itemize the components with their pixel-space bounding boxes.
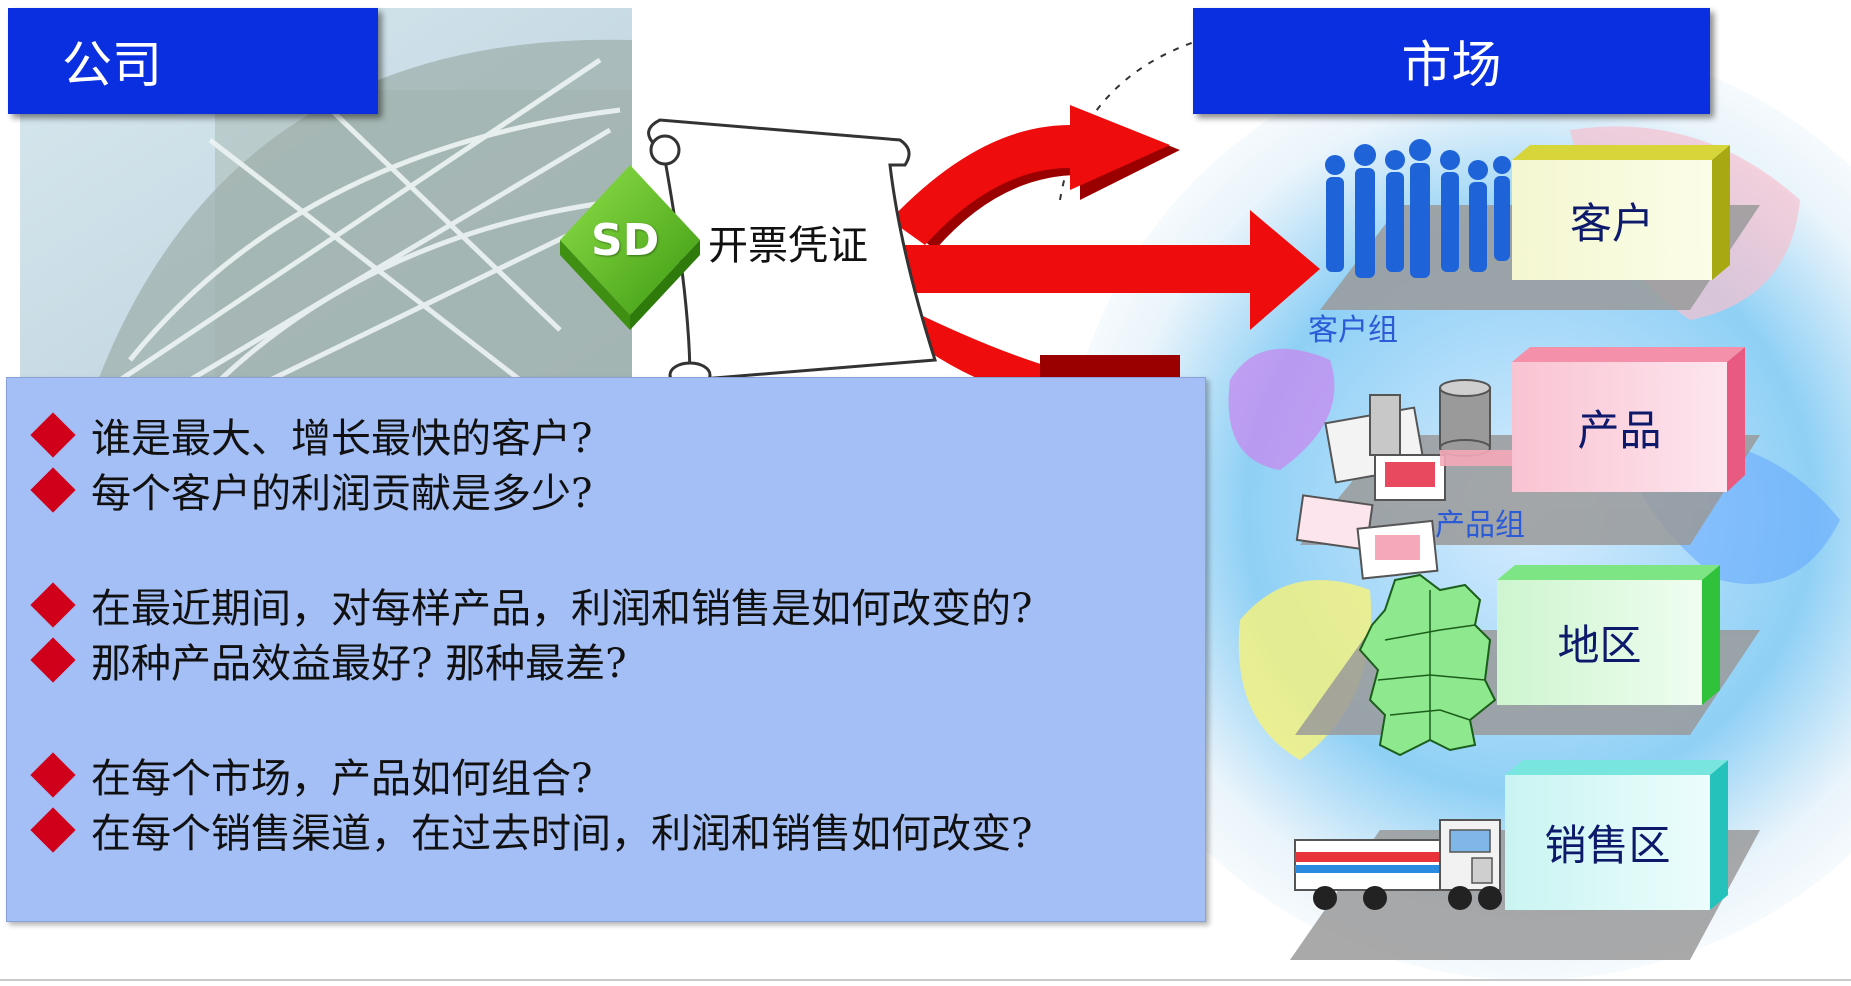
- dimension-label: 地区: [1557, 621, 1642, 670]
- question-text: 每个客户的利润贡献是多少?: [91, 471, 593, 517]
- question-item: 谁是最大、增长最快的客户?: [30, 406, 593, 464]
- dimension-box-sides: [1497, 145, 1745, 910]
- market-banner: 市场: [1193, 8, 1710, 114]
- germany-map-icon: [1358, 573, 1497, 757]
- data-flow-arrows: [880, 105, 1320, 400]
- invoice-label: 开票凭证: [708, 223, 868, 269]
- question-item: 在每个市场，产品如何组合?: [30, 746, 593, 804]
- product-group-label: 产品组: [1435, 508, 1525, 543]
- bullet-diamond-icon: [30, 412, 76, 458]
- question-item: 在每个销售渠道，在过去时间，利润和销售如何改变?: [30, 801, 1033, 859]
- sd-badge-icon: [560, 165, 700, 330]
- product-files-icon: [1295, 379, 1555, 580]
- dimension-box-customer: 客户: [1512, 160, 1712, 280]
- dimension-label: 产品: [1577, 405, 1662, 455]
- dimension-label: 客户: [1569, 198, 1654, 248]
- question-text: 在每个销售渠道，在过去时间，利润和销售如何改变?: [91, 811, 1033, 857]
- people-silhouettes-icon: [1325, 139, 1511, 278]
- company-title: 公司: [62, 36, 162, 94]
- dimension-box-product: 产品: [1512, 362, 1727, 492]
- bullet-diamond-icon: [30, 807, 76, 853]
- market-title: 市场: [1401, 36, 1502, 94]
- customer-group-label: 客户组: [1308, 313, 1398, 348]
- truck-icon: [1294, 819, 1502, 910]
- bullet-diamond-icon: [30, 752, 76, 798]
- question-item: 那种产品效益最好? 那种最差?: [30, 631, 627, 689]
- dimension-box-sales-area: 销售区: [1505, 775, 1710, 910]
- bullet-diamond-icon: [30, 582, 76, 628]
- question-text: 在最近期间，对每样产品，利润和销售是如何改变的?: [91, 586, 1033, 632]
- sd-badge-label: SD: [591, 215, 660, 266]
- dimension-box-region: 地区: [1497, 580, 1702, 705]
- analysis-questions-panel: 谁是最大、增长最快的客户? 每个客户的利润贡献是多少? 在最近期间，对每样产品，…: [6, 377, 1206, 922]
- question-item: 在最近期间，对每样产品，利润和销售是如何改变的?: [30, 576, 1033, 634]
- question-item: 每个客户的利润贡献是多少?: [30, 461, 593, 519]
- dimension-label: 销售区: [1544, 821, 1671, 870]
- question-text: 在每个市场，产品如何组合?: [91, 756, 593, 802]
- question-text: 那种产品效益最好? 那种最差?: [91, 641, 627, 687]
- question-text: 谁是最大、增长最快的客户?: [91, 416, 593, 462]
- company-banner: 公司: [8, 8, 378, 114]
- bullet-diamond-icon: [30, 637, 76, 683]
- bullet-diamond-icon: [30, 467, 76, 513]
